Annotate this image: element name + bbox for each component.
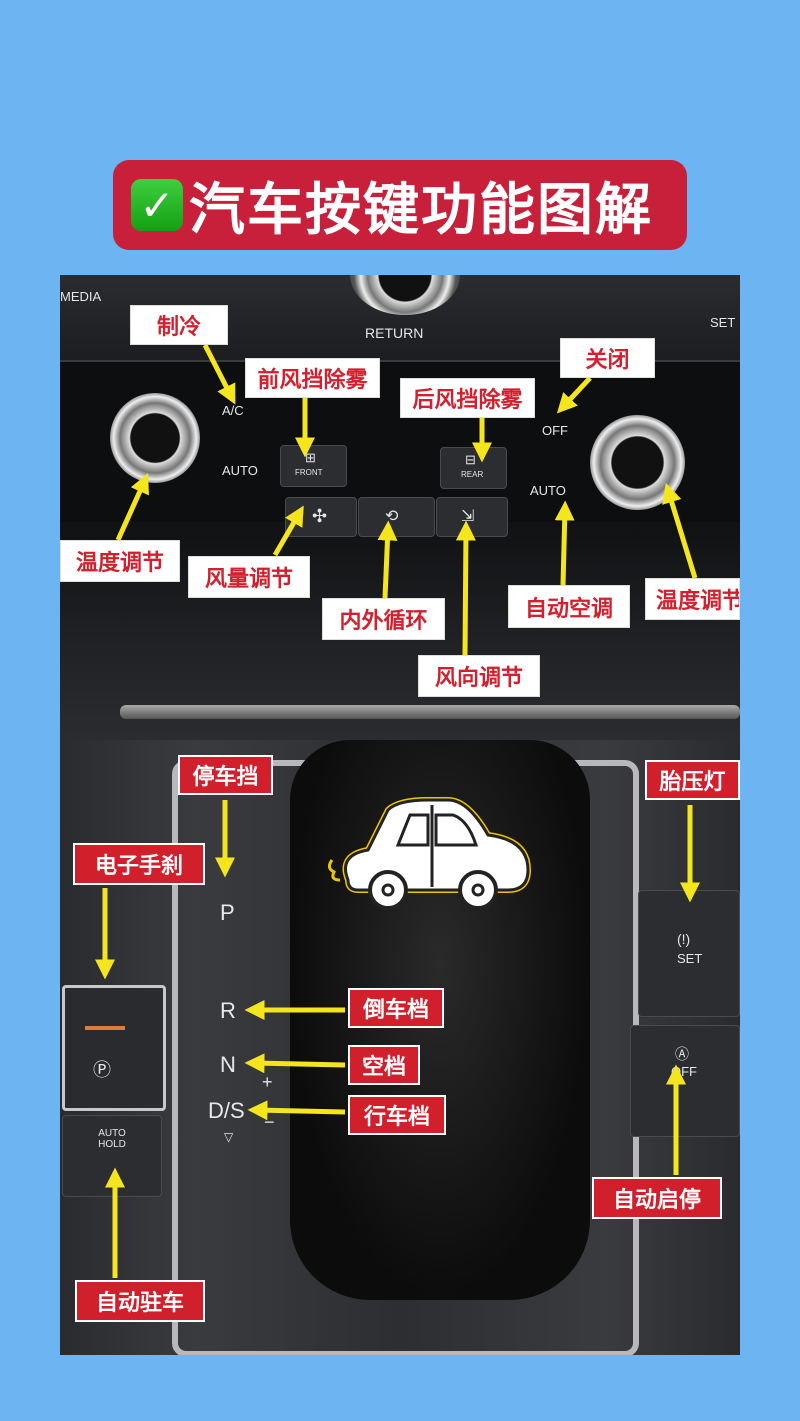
label-park: 停车挡 [178,755,273,795]
gear-ds: D/S [208,1098,245,1123]
gear-down-icon: ▽ [224,1130,234,1144]
label-recirculation: 内外循环 [322,598,445,640]
defrost-icon: ⊞ [305,450,316,465]
gear-r: R [220,998,236,1023]
label-off: 关闭 [560,338,655,378]
fan-icon: ✣ [312,506,328,526]
epb-button[interactable]: Ⓟ [62,985,166,1111]
rear-defrost-icon: ⊟ [465,452,476,467]
media-text: MEDIA [60,289,102,304]
start-stop-icon: Ⓐ [675,1046,689,1062]
rear-defrost-button[interactable]: REAR ⊟ [440,447,507,489]
car-cartoon-icon [328,797,532,910]
auto-hold-button[interactable]: AUTO HOLD [62,1115,162,1197]
label-cooling: 制冷 [130,305,228,345]
temp-knob-left[interactable] [110,393,200,483]
label-rear-defrost: 后风挡除雾 [400,378,535,418]
return-text: RETURN [365,325,424,341]
set-text: SET [710,315,736,330]
label-fan-speed: 风量调节 [188,556,310,598]
ac-text: A/C [222,403,244,418]
fan-button[interactable]: ✣ [285,497,357,537]
gear-minus: − [264,1112,275,1132]
label-auto-hold: 自动驻车 [75,1280,205,1322]
front-defrost-button[interactable]: FRONT ⊞ [280,445,347,487]
label-auto-ac: 自动空调 [508,585,630,628]
label-tpms: 胎压灯 [645,760,740,800]
tpms-icon: (!) [677,931,691,947]
tpms-set-text: SET [677,951,703,966]
air-direction-button[interactable]: ⇲ [436,497,508,537]
label-drive: 行车档 [348,1095,446,1135]
label-temp-right: 温度调节 [645,578,740,620]
label-reverse: 倒车档 [348,988,444,1028]
label-temp-left: 温度调节 [60,540,180,582]
label-neutral: 空档 [348,1045,420,1085]
gear-p: P [220,900,235,925]
start-stop-button[interactable]: Ⓐ OFF [630,1025,740,1137]
air-direction-icon: ⇲ [461,508,475,525]
label-air-direction: 风向调节 [418,655,540,697]
parking-brake-icon: Ⓟ [93,1060,111,1080]
label-epb: 电子手刹 [73,843,205,885]
auto-text-right: AUTO [530,483,566,498]
gear-n: N [220,1052,236,1077]
off-text: OFF [542,423,568,438]
tpms-button[interactable]: (!) SET [638,890,740,1017]
label-start-stop: 自动启停 [592,1177,722,1219]
auto-hold-text: AUTO HOLD [98,1128,126,1150]
page-title: 汽车按键功能图解 [189,177,653,243]
auto-text-left: AUTO [222,463,258,478]
gear-plus: + [262,1072,273,1092]
start-stop-off-text: OFF [671,1064,697,1079]
title-banner: ✓ 汽车按键功能图解 [113,160,687,250]
temp-knob-right[interactable] [590,415,685,510]
epb-indicator [85,1026,125,1030]
check-icon: ✓ [131,179,183,231]
rear-text: REAR [461,470,484,479]
recirculation-icon: ⟲ [385,508,399,525]
front-text: FRONT [295,468,323,477]
recirculation-button[interactable]: ⟲ [358,497,435,537]
center-knob [350,275,460,315]
label-front-defrost: 前风挡除雾 [245,358,380,398]
